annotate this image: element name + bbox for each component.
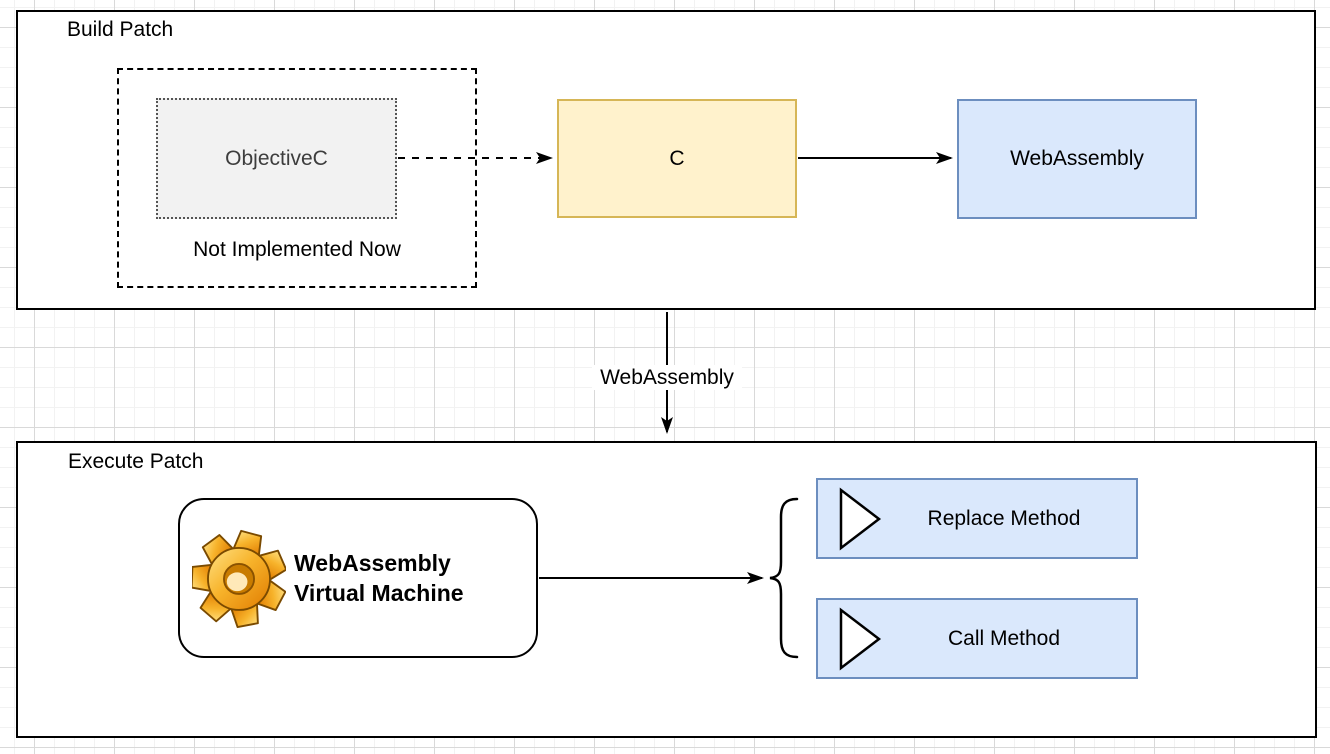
replace-method-node[interactable]: Replace Method <box>816 478 1138 559</box>
wasm-vm-label: WebAssembly Virtual Machine <box>294 550 464 606</box>
replace-method-label: Replace Method <box>927 506 1081 530</box>
play-triangle-icon <box>839 606 882 671</box>
objectivec-node[interactable]: ObjectiveC <box>156 98 397 219</box>
build-patch-title: Build Patch <box>67 18 174 41</box>
call-method-node[interactable]: Call Method <box>816 598 1138 679</box>
wasm-vm-node[interactable]: WebAssembly Virtual Machine <box>178 498 538 658</box>
objectivec-label: ObjectiveC <box>225 146 328 170</box>
c-node[interactable]: C <box>557 99 797 218</box>
webassembly-label: WebAssembly <box>1010 147 1144 170</box>
call-method-label: Call Method <box>947 626 1061 650</box>
play-triangle-icon <box>839 486 882 551</box>
not-implemented-group[interactable] <box>117 68 477 288</box>
execute-patch-title: Execute Patch <box>68 450 204 473</box>
not-implemented-label: Not Implemented Now <box>193 238 401 261</box>
webassembly-flow-label: WebAssembly <box>592 365 742 390</box>
gear-icon <box>192 529 286 628</box>
c-label: C <box>669 146 685 170</box>
webassembly-node[interactable]: WebAssembly <box>957 99 1197 219</box>
